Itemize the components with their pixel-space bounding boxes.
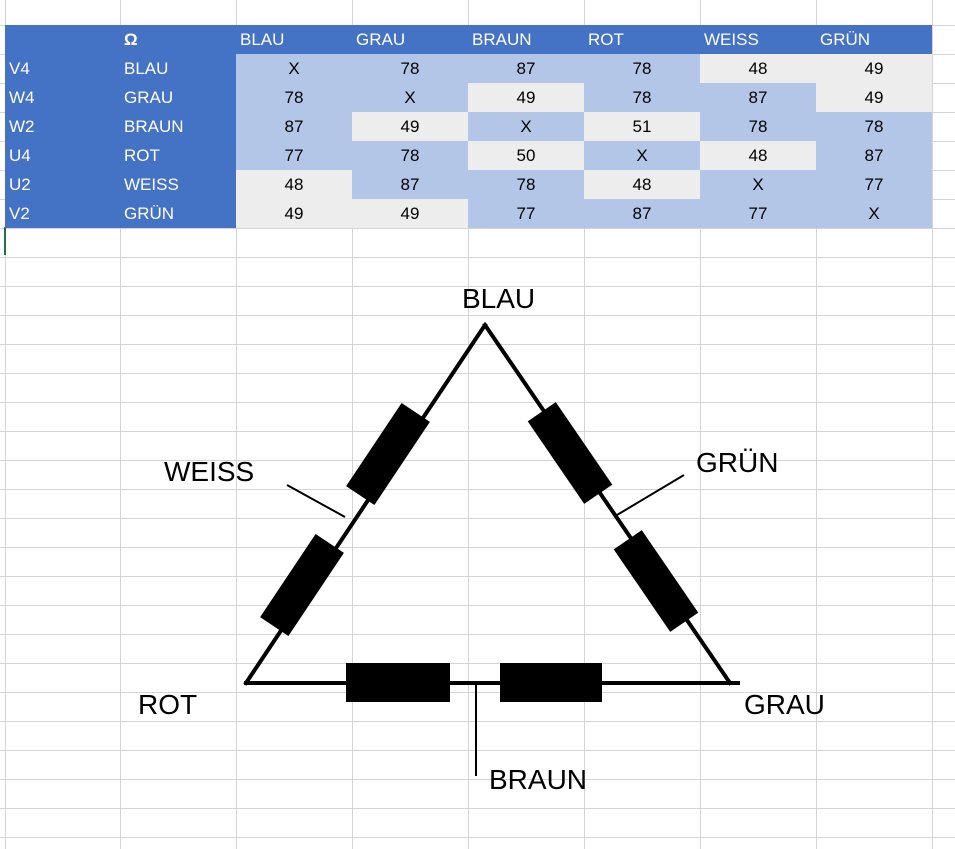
table-cell[interactable]: 78 (584, 54, 700, 83)
table-cell[interactable]: X (700, 170, 816, 199)
table-cell[interactable]: 78 (468, 170, 584, 199)
table-cell[interactable]: 50 (468, 141, 584, 170)
row-color-cell[interactable]: BRAUN (120, 112, 236, 141)
table-cell[interactable]: 77 (700, 199, 816, 228)
table-cell[interactable]: 51 (584, 112, 700, 141)
table-cell[interactable]: 87 (816, 141, 932, 170)
leader-lines (286, 474, 685, 776)
leader-gruen (616, 474, 685, 516)
table-cell[interactable]: 87 (236, 112, 352, 141)
table-cell[interactable]: X (352, 83, 468, 112)
row-color-cell[interactable]: GRAU (120, 83, 236, 112)
table-cell[interactable]: 49 (816, 83, 932, 112)
table-cell[interactable]: X (468, 112, 584, 141)
table-cell[interactable]: X (236, 54, 352, 83)
row-terminal-cell[interactable]: V2 (5, 199, 120, 228)
table-cell[interactable]: 78 (816, 112, 932, 141)
table-cell[interactable]: 48 (236, 170, 352, 199)
column-header[interactable]: GRÜN (816, 25, 932, 54)
table-cell[interactable]: 49 (352, 112, 468, 141)
table-cell[interactable]: 48 (700, 141, 816, 170)
table-cell[interactable]: 87 (584, 199, 700, 228)
resistor-bottom-left (346, 663, 450, 702)
header-corner-cell[interactable] (5, 25, 120, 54)
table-cell[interactable]: 78 (352, 54, 468, 83)
wire-right (482, 322, 733, 686)
resistor-left-upper (346, 402, 430, 506)
resistors (260, 402, 699, 702)
table-cell[interactable]: 78 (236, 83, 352, 112)
row-terminal-cell[interactable]: U2 (5, 170, 120, 199)
column-header[interactable]: BRAUN (468, 25, 584, 54)
table-cell[interactable]: 78 (700, 112, 816, 141)
resistor-left-lower (260, 533, 344, 637)
column-header[interactable]: BLAU (236, 25, 352, 54)
table-cell[interactable]: 49 (816, 54, 932, 83)
table-cell[interactable]: 77 (816, 170, 932, 199)
table-cell[interactable]: 48 (700, 54, 816, 83)
column-header[interactable]: WEISS (700, 25, 816, 54)
table-cell[interactable]: 87 (352, 170, 468, 199)
header-omega-cell[interactable]: Ω (120, 25, 236, 54)
column-header[interactable]: ROT (584, 25, 700, 54)
table-cell[interactable]: 78 (584, 83, 700, 112)
row-terminal-cell[interactable]: W4 (5, 83, 120, 112)
table-cell[interactable]: 49 (468, 83, 584, 112)
row-color-cell[interactable]: WEISS (120, 170, 236, 199)
table-cell[interactable]: 49 (236, 199, 352, 228)
table-cell[interactable]: 87 (700, 83, 816, 112)
table-cell[interactable]: 48 (584, 170, 700, 199)
label-weiss: WEISS (164, 456, 254, 487)
label-grau: GRAU (744, 689, 825, 720)
row-terminal-cell[interactable]: W2 (5, 112, 120, 141)
label-blau: BLAU (462, 283, 535, 314)
table-cell[interactable]: X (584, 141, 700, 170)
column-header[interactable]: GRAU (352, 25, 468, 54)
label-braun: BRAUN (489, 764, 587, 795)
resistor-bottom-right (500, 663, 602, 702)
row-color-cell[interactable]: GRÜN (120, 199, 236, 228)
table-cell[interactable]: 77 (236, 141, 352, 170)
label-gruen: GRÜN (696, 447, 778, 478)
table-cell[interactable]: 78 (352, 141, 468, 170)
table-cell[interactable]: 87 (468, 54, 584, 83)
row-terminal-cell[interactable]: V4 (5, 54, 120, 83)
row-terminal-cell[interactable]: U4 (5, 141, 120, 170)
table-cell[interactable]: 77 (468, 199, 584, 228)
label-rot: ROT (138, 689, 197, 720)
row-color-cell[interactable]: ROT (120, 141, 236, 170)
resistor-right-upper (527, 402, 613, 504)
table-cell[interactable]: 49 (352, 199, 468, 228)
resistor-right-lower (613, 530, 699, 632)
leader-weiss (286, 484, 346, 518)
row-color-cell[interactable]: BLAU (120, 54, 236, 83)
table-cell[interactable]: X (816, 199, 932, 228)
